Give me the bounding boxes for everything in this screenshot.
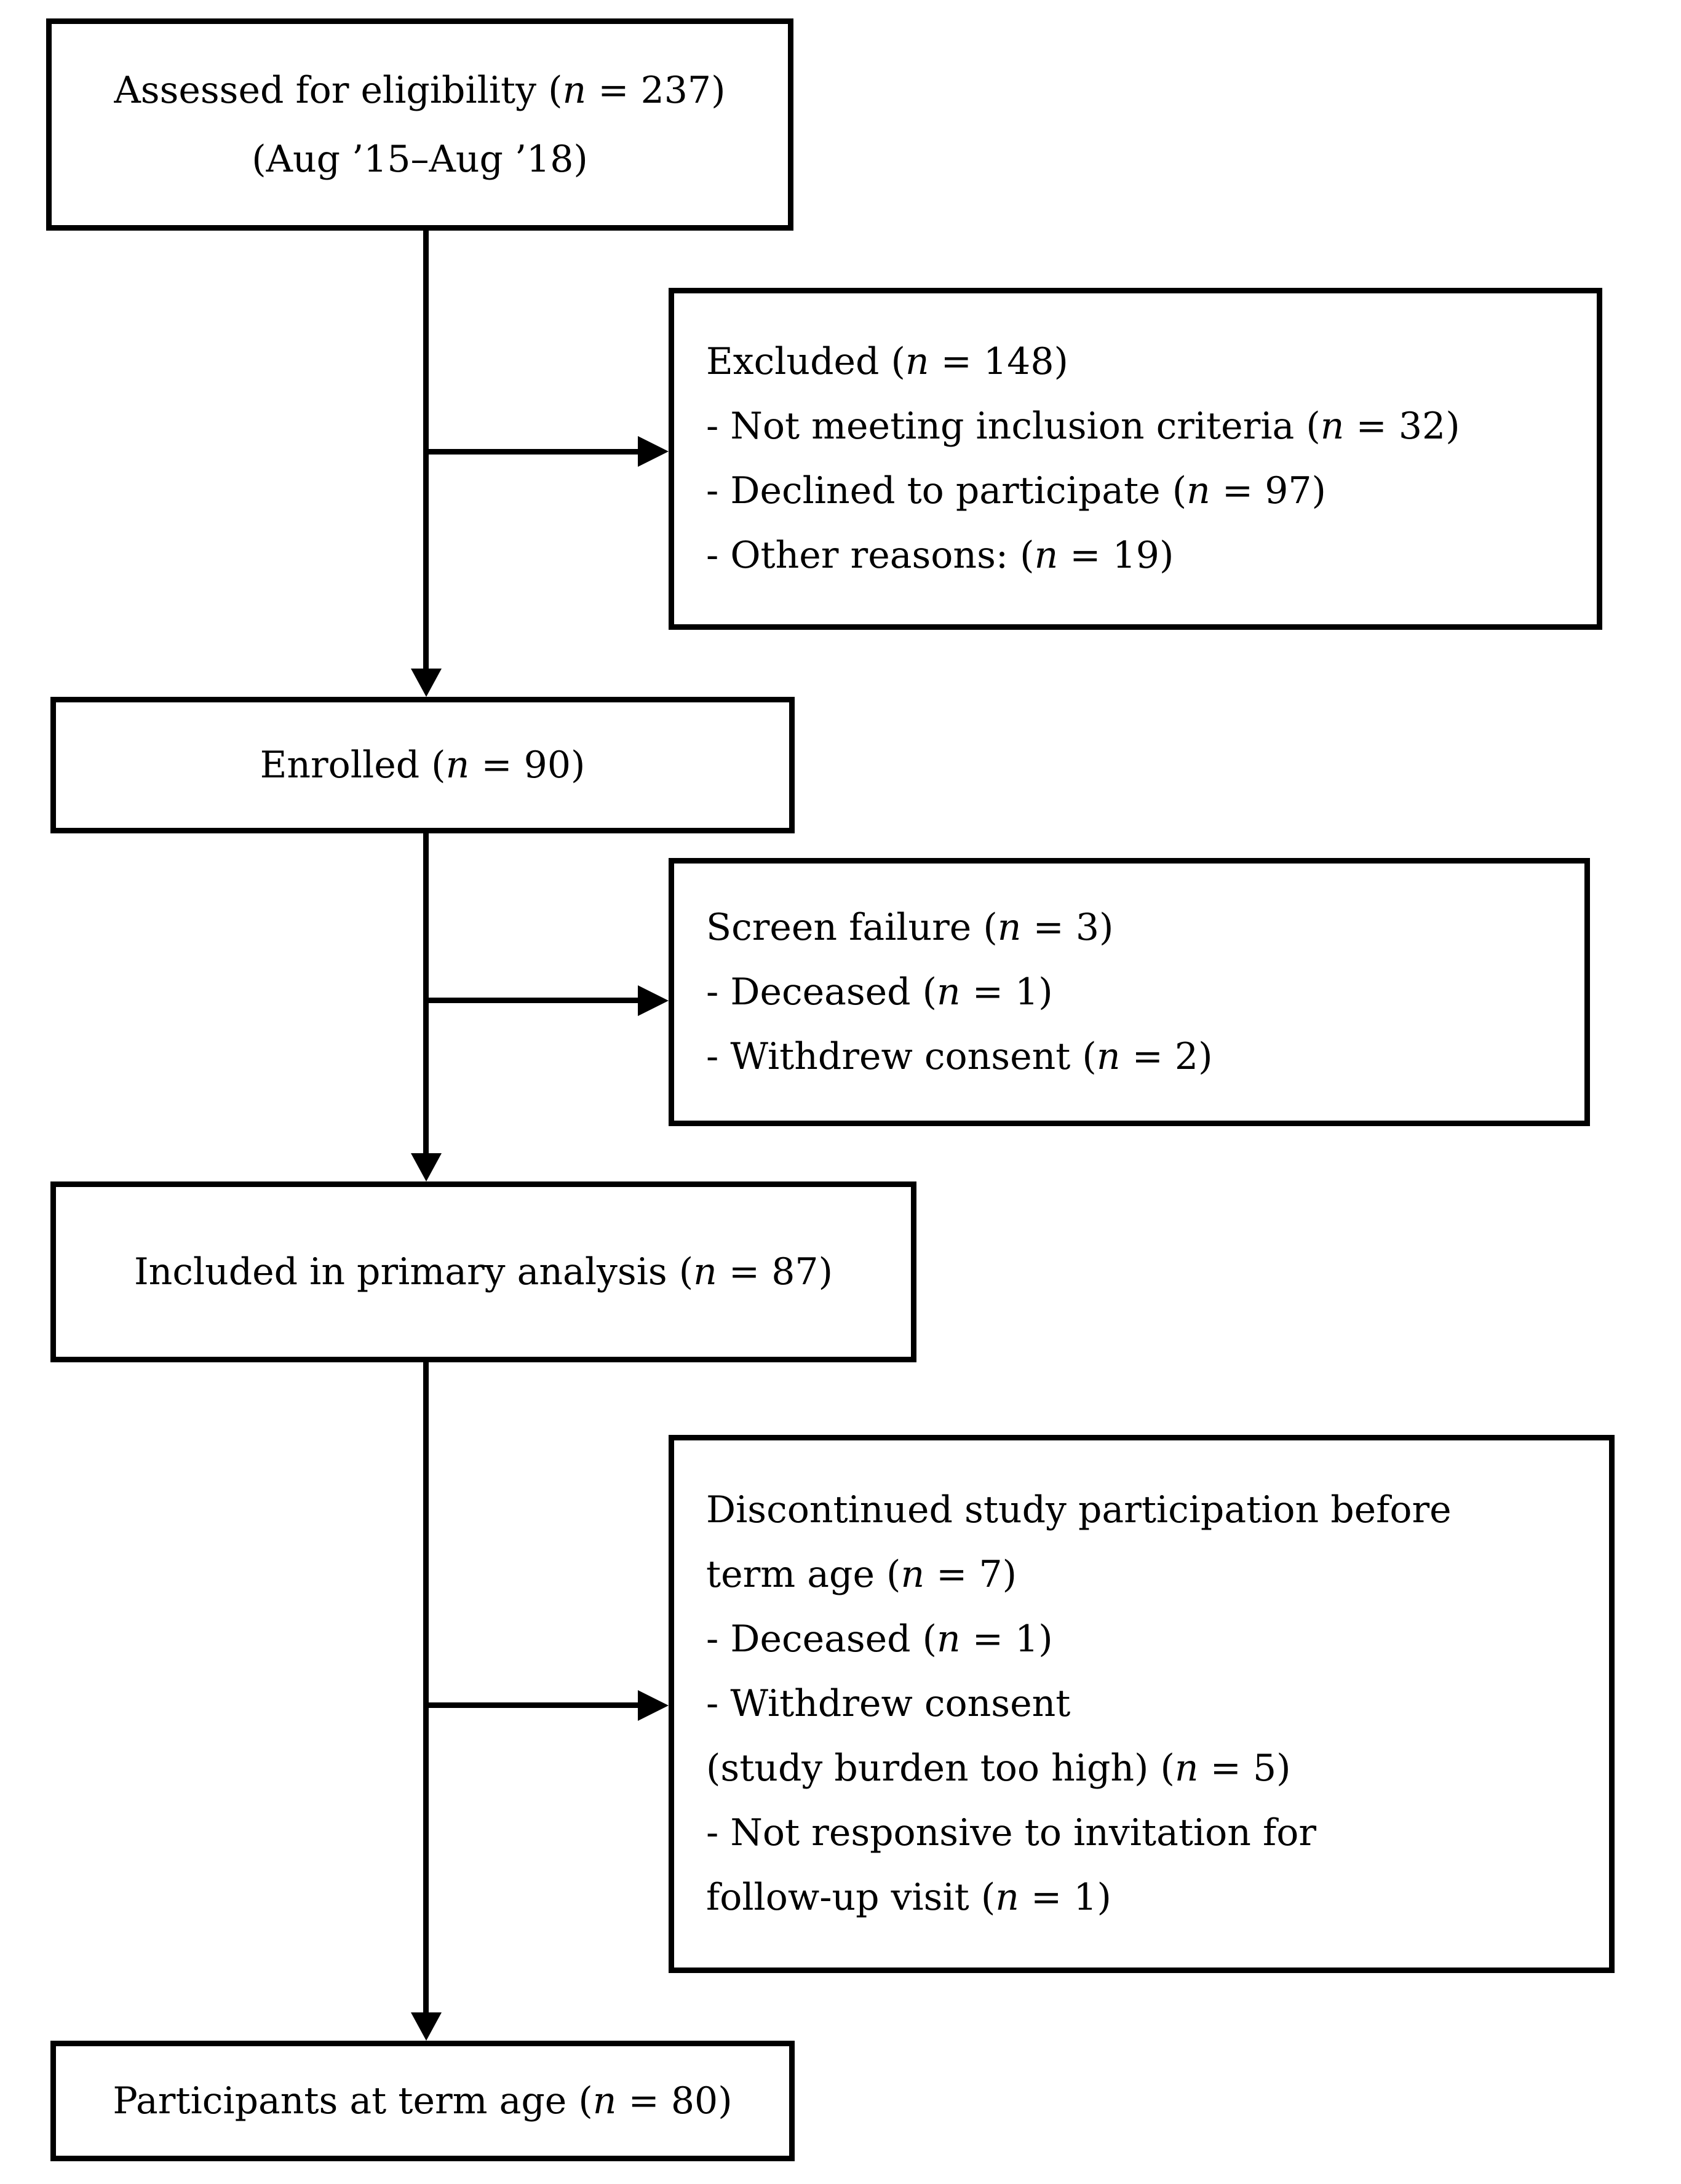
connector-branch-discontinued [426,1702,642,1708]
connector-branch-excluded [426,449,642,455]
box-line: Included in primary analysis (n = 87) [133,1250,833,1293]
arrowhead-right-discontinued-icon [638,1690,669,1721]
box-line: - Not responsive to invitation for [706,1811,1317,1854]
box-line: - Declined to participate (n = 97) [706,469,1326,512]
box-line: Assessed for eligibility (n = 237) [114,68,726,112]
box-line: Enrolled (n = 90) [260,743,586,787]
connector-primary-analysis-to-term-age [423,1362,429,2012]
arrowhead-right-screen-failure-icon [638,985,669,1016]
box-line: - Deceased (n = 1) [706,1618,1053,1661]
box-participants-term-age: Participants at term age (n = 80) [50,2041,795,2161]
box-line: Excluded (n = 148) [706,340,1068,383]
connector-enrolled-to-primary-analysis [423,833,429,1153]
connector-assessed-to-enrolled [423,229,429,669]
box-enrolled: Enrolled (n = 90) [50,697,795,833]
arrowhead-down-term-age-icon [411,2012,442,2041]
arrowhead-down-enrolled-icon [411,669,442,697]
box-line: (study burden too high) (n = 5) [706,1747,1291,1790]
box-line: - Withdrew consent [706,1682,1071,1725]
box-primary-analysis: Included in primary analysis (n = 87) [50,1181,916,1362]
box-line: - Other reasons: (n = 19) [706,534,1174,577]
arrowhead-down-primary-analysis-icon [411,1153,442,1181]
box-line: term age (n = 7) [706,1553,1017,1596]
box-line: Screen failure (n = 3) [706,905,1114,949]
box-line: (Aug ’15–Aug ’18) [252,137,588,181]
box-line: Participants at term age (n = 80) [113,2079,733,2122]
box-discontinued: Discontinued study participation before … [669,1435,1615,1973]
box-assessed-eligibility: Assessed for eligibility (n = 237) (Aug … [46,18,793,231]
box-line: - Withdrew consent (n = 2) [706,1034,1213,1078]
box-line: - Deceased (n = 1) [706,970,1053,1014]
box-line: - Not meeting inclusion criteria (n = 32… [706,405,1460,448]
box-line: Discontinued study participation before [706,1488,1452,1531]
box-excluded: Excluded (n = 148) - Not meeting inclusi… [669,288,1602,630]
box-screen-failure: Screen failure (n = 3) - Deceased (n = 1… [669,858,1590,1126]
arrowhead-right-excluded-icon [638,436,669,467]
connector-branch-screen-failure [426,998,642,1003]
box-line: follow-up visit (n = 1) [706,1876,1111,1919]
